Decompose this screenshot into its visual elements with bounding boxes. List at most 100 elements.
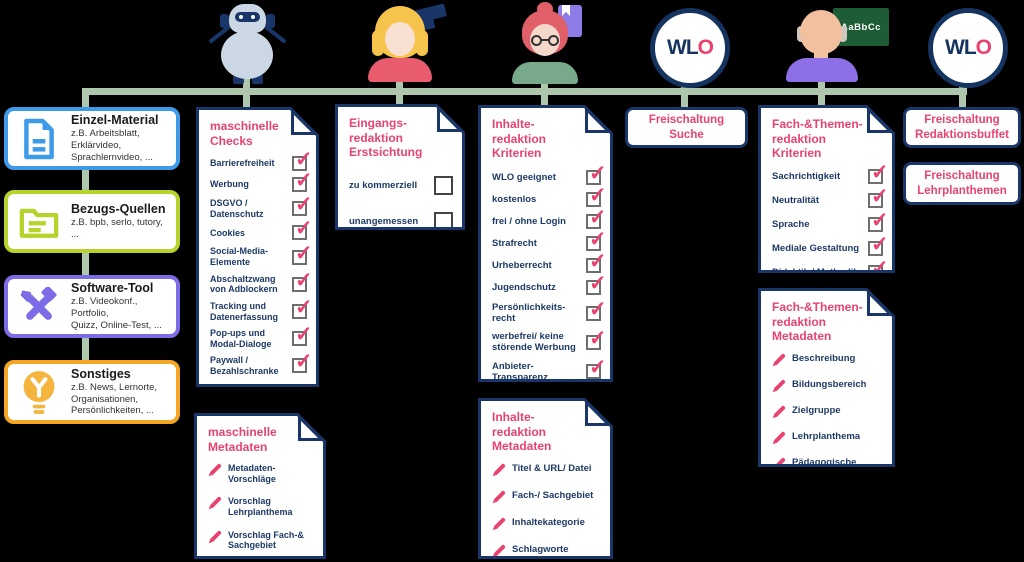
tools-icon — [16, 286, 62, 327]
shoulders — [512, 62, 578, 84]
checkmark-icon: ✓ — [295, 382, 313, 406]
checkbox-checked[interactable]: ✓ — [586, 214, 601, 229]
checkbox-checked[interactable]: ✓ — [586, 280, 601, 295]
criterion-label: Sachrichtigkeit — [772, 170, 841, 182]
criterion-label: Cookies — [210, 227, 246, 238]
folder-icon — [16, 204, 62, 240]
criterion-row: Cookies ✓ — [210, 225, 307, 240]
criterion-label: Tracking und Datenerfassung — [210, 300, 279, 322]
connector-wlo-suche — [681, 70, 688, 112]
checkbox-checked[interactable]: ✓ — [868, 217, 883, 232]
criterion-row: frei / ohne Login ✓ — [492, 214, 601, 229]
source-card-text: Sonstiges z.B. News, Lernorte, Organisat… — [71, 367, 157, 418]
criterion-row: Jugendschutz ✓ — [492, 280, 601, 295]
checklist: Barrierefreiheit ✓ Werbung ✓ DSGVO / Dat… — [210, 156, 307, 414]
criterion-row: Strafrecht ✓ — [492, 236, 601, 251]
checkbox-checked[interactable]: ✓ — [586, 192, 601, 207]
metadata-row: Lehrplanthema — [772, 431, 883, 445]
pencil-icon — [772, 405, 786, 419]
connector-inhalteredaktion — [541, 68, 548, 110]
checkbox-checked[interactable]: ✓ — [292, 201, 307, 216]
checkbox-checked[interactable]: ✓ — [292, 358, 307, 373]
criterion-label: Werbung — [210, 179, 249, 190]
robot-foot-left — [233, 75, 244, 84]
card-inhalteredaktion-metadaten: Inhalte- redaktion Metadaten Titel & URL… — [478, 398, 613, 559]
checkbox-checked[interactable]: ✓ — [292, 250, 307, 265]
source-card-title: Einzel-Material — [71, 113, 159, 128]
checkbox-checked[interactable]: ✓ — [292, 304, 307, 319]
source-card-einzel-material: Einzel-Material z.B. Arbeitsblatt, Erklä… — [4, 107, 180, 170]
checkbox-checked[interactable]: ✓ — [586, 236, 601, 251]
criterion-row: zu kommerziell — [349, 176, 453, 195]
checkbox-checked[interactable]: ✓ — [868, 241, 883, 256]
criterion-row: Neutralität ✓ — [772, 193, 883, 208]
bookmark — [562, 5, 570, 16]
checkbox-checked[interactable]: ✓ — [292, 277, 307, 292]
source-card-text: Software-Tool z.B. Videokonf., Portfolio… — [71, 281, 168, 332]
folded-corner — [435, 104, 465, 134]
checkmark-icon: ✓ — [295, 148, 313, 172]
checklist: zu kommerziell unangemessen — [349, 176, 453, 231]
robot-foot-right — [252, 75, 263, 84]
pencil-icon — [208, 530, 222, 544]
chalkboard-text: AaBbCc — [841, 21, 881, 33]
criterion-row: Mediale Gestaltung ✓ — [772, 241, 883, 256]
checkbox-checked[interactable]: ✓ — [586, 170, 601, 185]
checkmark-icon: ✓ — [295, 169, 313, 193]
metadata-list: Metadaten-Vorschläge Vorschlag Lehrplant… — [208, 463, 314, 551]
checkbox-checked[interactable]: ✓ — [292, 156, 307, 171]
pencil-icon — [492, 463, 506, 477]
criterion-label: DSGVO / Datenschutz — [210, 198, 264, 219]
checkbox-checked[interactable]: ✓ — [868, 265, 883, 280]
checkbox-checked[interactable]: ✓ — [292, 177, 307, 192]
criterion-label: Paywall / Bezahlschranke — [210, 355, 279, 376]
metadata-label: Zielgruppe — [792, 404, 841, 416]
source-card-bezugs-quellen: Bezugs-Quellen z.B. bpb, serlo, tutory, … — [4, 190, 180, 253]
criterion-row: Urheberrecht ✓ — [492, 258, 601, 273]
checkbox-checked[interactable]: ✓ — [586, 306, 601, 321]
card-fachredaktion-metadaten: Fach-&Themen- redaktion Metadaten Beschr… — [758, 288, 895, 467]
checkbox-checked[interactable]: ✓ — [586, 258, 601, 273]
checkmark-icon: ✓ — [871, 184, 889, 208]
checkbox-checked[interactable]: ✓ — [868, 169, 883, 184]
checkmark-icon: ✓ — [589, 271, 607, 295]
checkbox-checked[interactable]: ✓ — [586, 335, 601, 350]
checkbox-empty[interactable] — [434, 176, 453, 195]
document-icon — [16, 117, 62, 161]
criterion-label: Jugendschutz — [492, 281, 556, 293]
wlo-logo-wl: WL — [667, 36, 699, 59]
criterion-row: Didaktik / Methodik ✓ — [772, 265, 883, 280]
metadata-label: Vorschlag Fach-& Sachgebiet — [228, 529, 304, 551]
card-maschinelle-metadaten: maschinelle Metadaten Metadaten-Vorschlä… — [194, 413, 326, 559]
checkbox-checked[interactable]: ✓ — [292, 391, 307, 406]
checklist: Sachrichtigkeit ✓ Neutralität ✓ Sprache … — [772, 169, 883, 280]
source-card-title: Bezugs-Quellen — [71, 202, 166, 217]
glasses-bridge — [541, 39, 549, 41]
checkbox-checked[interactable]: ✓ — [868, 193, 883, 208]
folded-corner — [583, 105, 613, 135]
checkbox-checked[interactable]: ✓ — [292, 225, 307, 240]
wlo-logo-wl: WL — [945, 36, 977, 59]
metadata-label: Lehrplanthema — [792, 430, 861, 442]
checkbox-checked[interactable]: ✓ — [292, 331, 307, 346]
eingangsredaktion-avatar — [358, 3, 453, 82]
checkmark-icon: ✓ — [295, 350, 313, 374]
criterion-row: Anbieter-Transparenz ✓ — [492, 361, 601, 383]
metadata-row: Fach-/ Sachgebiet — [492, 490, 601, 504]
checkmark-icon: ✓ — [589, 183, 607, 207]
connector-wlo-buffet — [959, 70, 966, 112]
metadata-label: Pädagogische Metadaten — [792, 456, 857, 480]
bulb-icon — [16, 369, 62, 415]
checkbox-checked[interactable]: ✓ — [586, 364, 601, 379]
pencil-icon — [208, 463, 222, 477]
criterion-label: werbefrei/ keine störende Werbung — [492, 331, 576, 354]
source-card-title: Sonstiges — [71, 366, 131, 381]
checkbox-empty[interactable] — [434, 212, 453, 231]
criterion-label: Mediale Gestaltung — [772, 242, 860, 254]
metadata-row: Inhaltekategorie — [492, 517, 601, 531]
criterion-label: Strafrecht — [492, 237, 537, 249]
checkmark-icon: ✓ — [871, 256, 889, 280]
metadata-row: Bildungsbereich — [772, 379, 883, 393]
checkmark-icon: ✓ — [589, 227, 607, 251]
